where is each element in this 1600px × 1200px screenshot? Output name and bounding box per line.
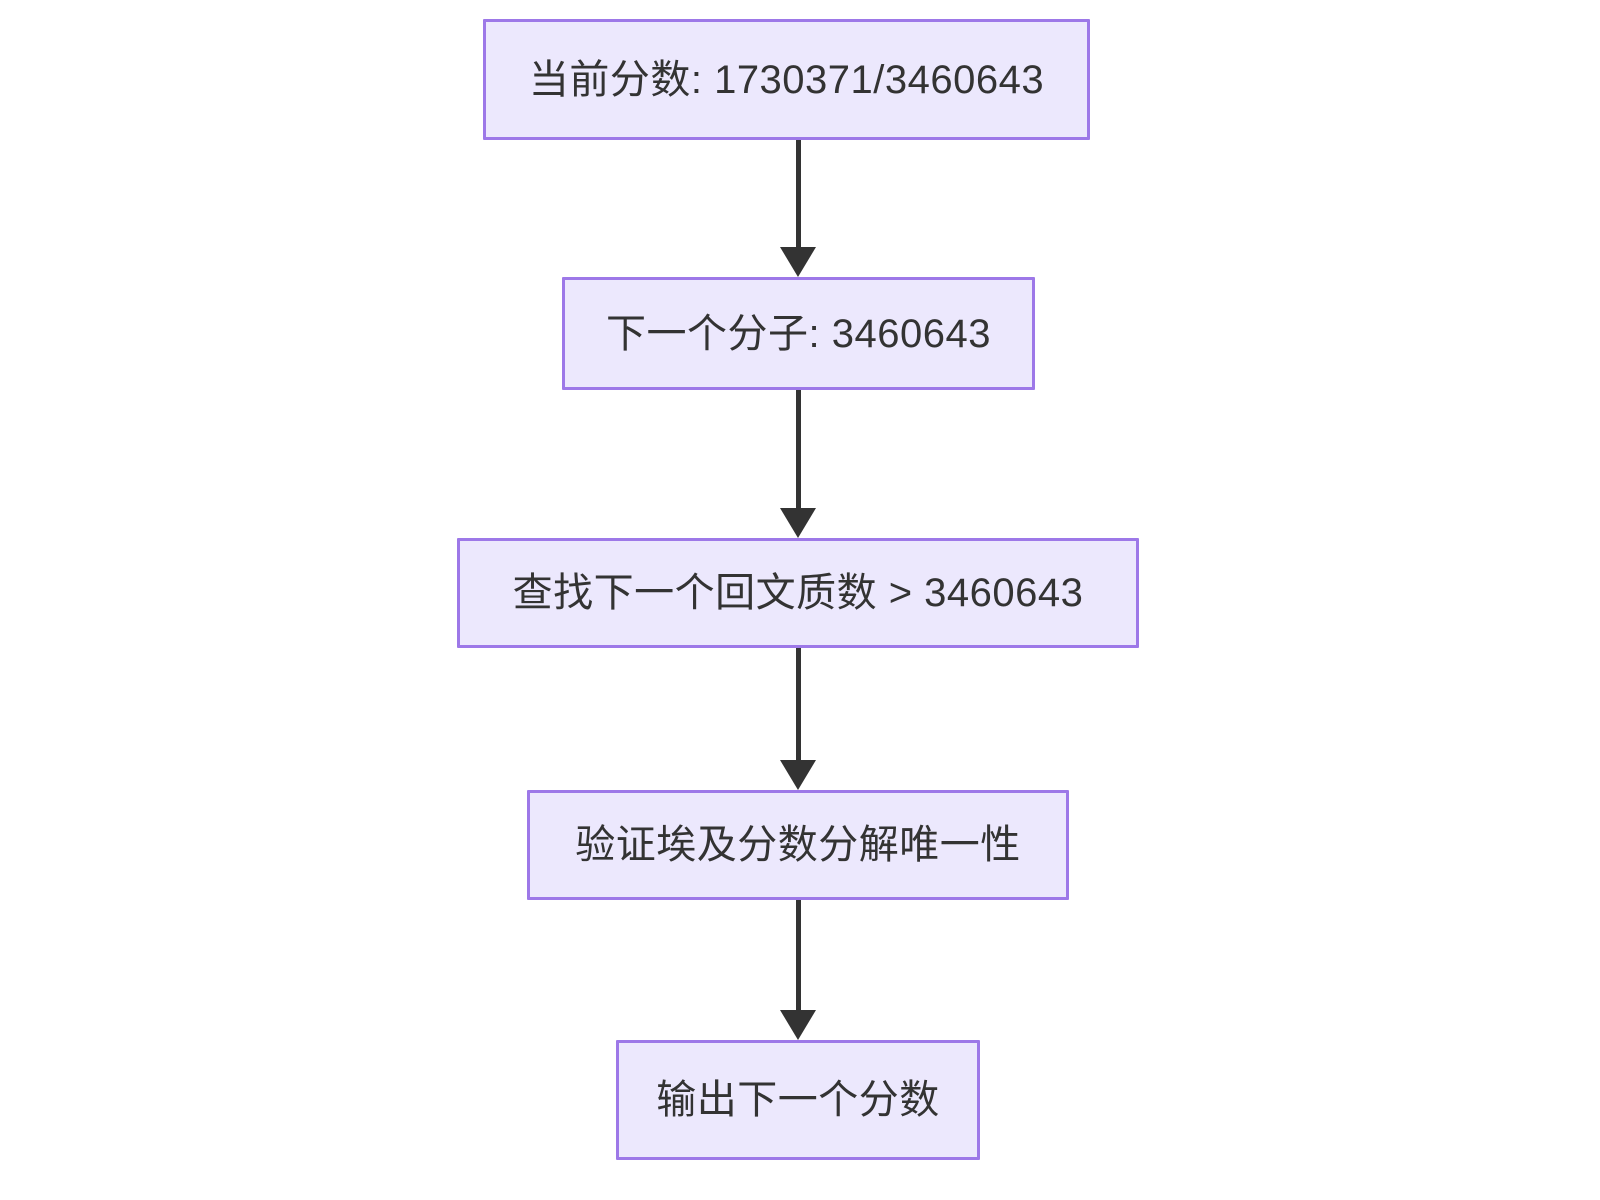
flowchart-node-find-next-palindromic-prime[interactable]: 查找下一个回文质数 > 3460643 [457, 538, 1139, 648]
flowchart-node-label: 输出下一个分数 [656, 1078, 940, 1122]
flowchart-node-output-next-fraction[interactable]: 输出下一个分数 [616, 1040, 980, 1160]
arrowhead-icon [780, 508, 816, 538]
flowchart-node-current-fraction[interactable]: 当前分数: 1730371/3460643 [483, 19, 1090, 140]
flowchart-node-label: 当前分数: 1730371/3460643 [528, 57, 1045, 102]
edge-line [796, 648, 801, 764]
edge-line [796, 900, 801, 1014]
edge-line [796, 140, 801, 251]
flowchart-node-label: 下一个分子: 3460643 [606, 311, 991, 356]
arrowhead-icon [780, 1010, 816, 1040]
flowchart-node-next-numerator[interactable]: 下一个分子: 3460643 [562, 277, 1035, 390]
edge-line [796, 390, 801, 512]
arrowhead-icon [780, 247, 816, 277]
flowchart-node-label: 查找下一个回文质数 > 3460643 [512, 571, 1084, 615]
arrowhead-icon [780, 760, 816, 790]
flowchart-node-label: 验证埃及分数分解唯一性 [575, 823, 1021, 867]
flowchart-node-verify-egyptian-fraction-uniqueness[interactable]: 验证埃及分数分解唯一性 [527, 790, 1069, 900]
